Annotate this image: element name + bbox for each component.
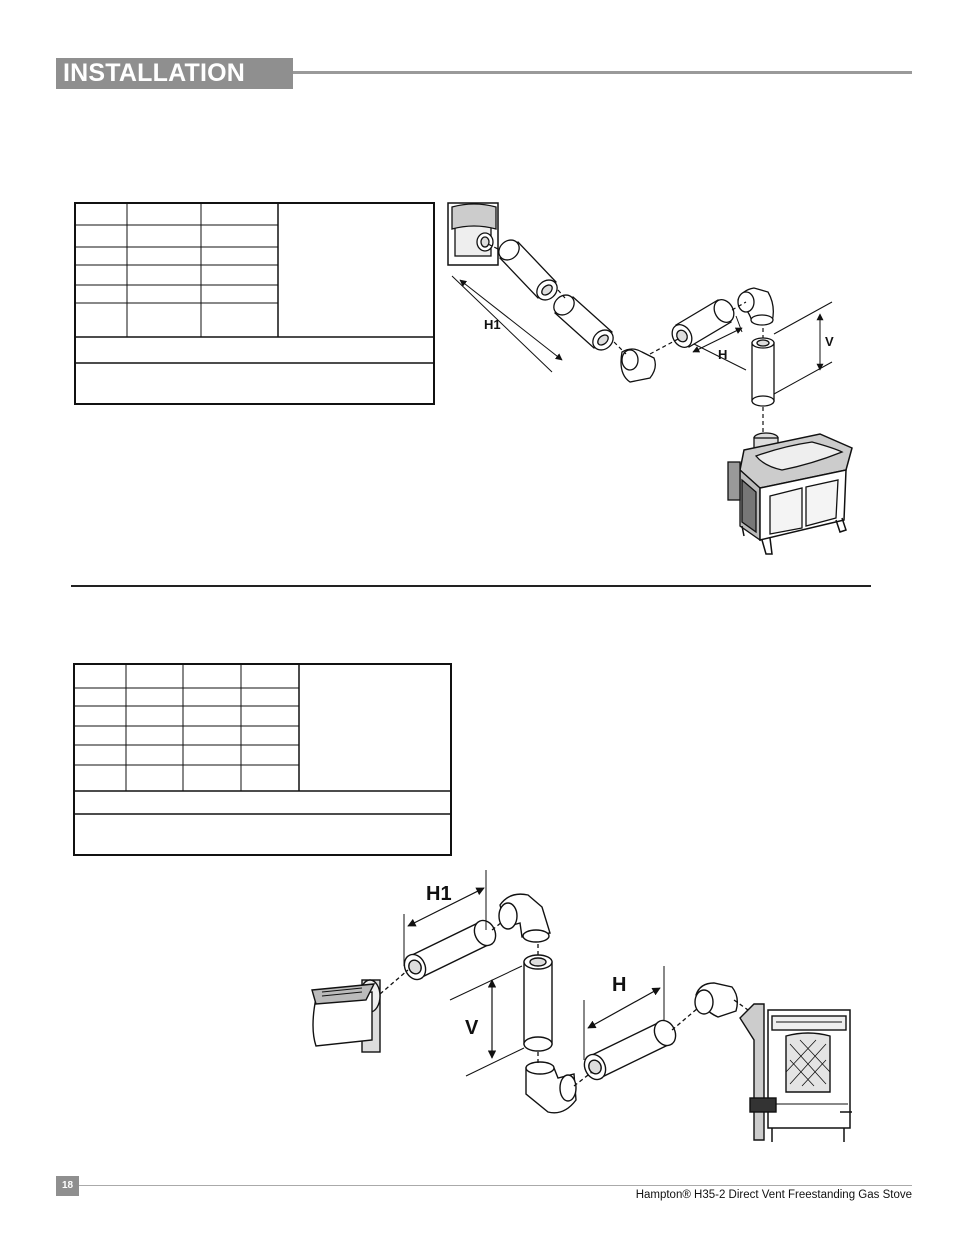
page-number-badge: 18 [56,1176,79,1196]
label-h-bottom: H [612,974,626,996]
stove-icon [739,1003,852,1142]
dimension-line [465,1047,525,1077]
vent-table-bottom [73,663,452,856]
vent-diagram-top: H1 H V [447,202,853,555]
stove-icon [727,432,853,555]
h1-dimension-arrow [407,887,485,927]
footer-rule [79,1185,912,1186]
page-number: 18 [61,1180,74,1191]
label-h1-bottom: H1 [426,883,452,905]
section-header: INSTALLATION [56,58,293,89]
label-h1-top: H1 [484,317,501,332]
vent-pipe-icon [751,337,775,407]
section-divider [71,585,871,587]
header-rule [293,71,912,74]
label-h-top: H [718,347,727,362]
dimension-line [449,965,523,1001]
termination-cap-icon [311,979,381,1053]
vent-diagram-bottom: H1 H V [311,870,852,1142]
dimension-line [773,301,833,335]
elbow-icon [694,982,739,1018]
label-v-top: V [825,334,834,349]
h1-dimension-arrow [459,279,563,361]
elbow-icon [525,1061,577,1114]
label-v-bottom: V [465,1017,479,1039]
document-title: Hampton® H35-2 Direct Vent Freestanding … [635,1189,912,1201]
vent-pipe-icon [523,954,553,1052]
vent-pipe-icon [553,294,614,351]
table-bottom-border [73,663,452,856]
termination-cap-icon [447,202,499,266]
h-dimension-arrow [587,987,661,1029]
vent-pipe-icon [671,299,735,348]
section-title: INSTALLATION [63,59,246,87]
vent-pipe-icon [583,1019,677,1081]
elbow-icon [737,287,774,326]
connector-dashes [379,921,749,1087]
dimension-line [773,361,833,395]
elbow-icon [620,348,656,383]
vent-pipe-icon [403,919,497,981]
vent-pipe-icon [498,239,558,301]
elbow-icon [498,893,551,943]
vent-table-top [74,202,435,405]
h-dimension-arrow [692,327,743,353]
